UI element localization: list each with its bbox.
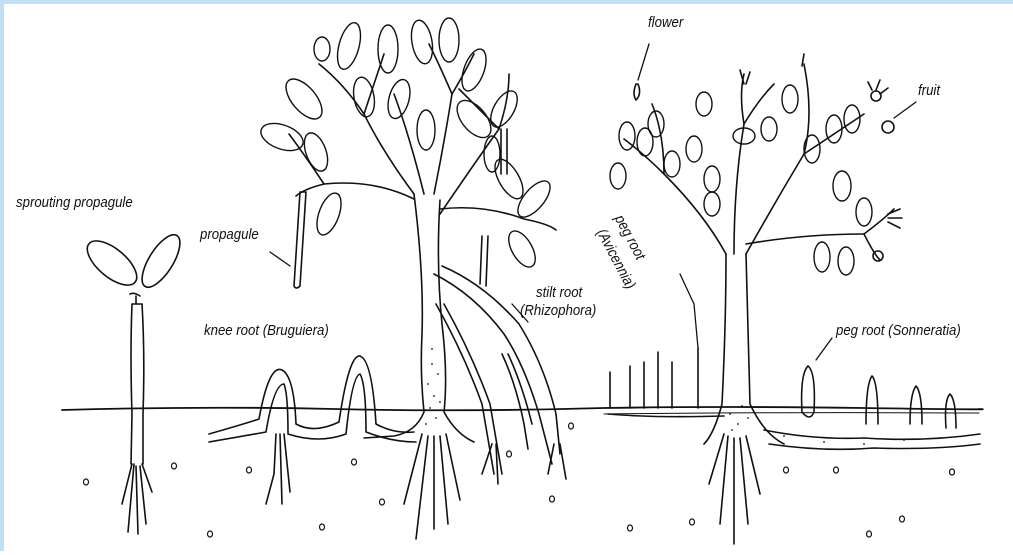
label-knee-root: knee root (Bruguiera) [204, 322, 329, 340]
sprouting-propagule-plant [80, 229, 187, 534]
rhizophora-tree [257, 18, 566, 539]
label-sprouting-propagule: sprouting propagule [16, 194, 133, 212]
leader-peg-sonneratia [816, 338, 832, 360]
ground-line-shadow [604, 413, 979, 414]
mangrove-illustration [4, 4, 1013, 555]
ground-line [62, 407, 983, 410]
label-rhizophora: (Rhizophora) [520, 302, 596, 320]
leader-peg-avicennia [680, 274, 698, 348]
label-flower: flower [648, 14, 683, 32]
leader-flower [638, 44, 649, 80]
knee-roots [209, 356, 416, 504]
leader-fruit [894, 102, 916, 118]
soil-pebbles [84, 423, 955, 537]
leader-propagule [270, 252, 290, 266]
avicennia-tree [608, 54, 980, 544]
label-propagule: propagule [200, 226, 259, 244]
label-peg-root-sonneratia: peg root (Sonneratia) [836, 322, 961, 340]
label-fruit: fruit [918, 82, 940, 100]
label-stilt-root: stilt root [536, 284, 582, 302]
